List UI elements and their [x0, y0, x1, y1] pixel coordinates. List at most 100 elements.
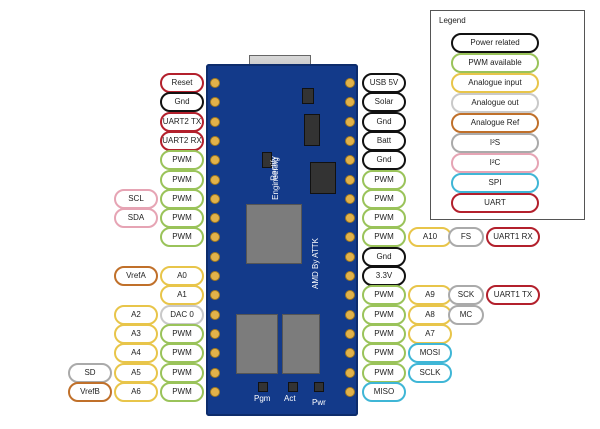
pin-label: Gnd: [362, 246, 406, 267]
pin-label: DAC 0: [160, 304, 204, 325]
legend-item: I²S: [451, 133, 539, 153]
pin-label: PWM: [362, 304, 406, 325]
pin-label: A9: [408, 285, 452, 306]
pin-label: PWM: [160, 150, 204, 171]
pin-label: PWM: [362, 188, 406, 209]
pin-label: PWM: [160, 227, 204, 248]
pin-label: Reset: [160, 73, 204, 93]
pin-label: A5: [114, 362, 158, 383]
pin-label: A0: [160, 266, 204, 286]
pin-pad: [345, 193, 355, 204]
chip-lower-right: [282, 314, 320, 374]
pin-pad: [210, 78, 220, 88]
pin-label: PWM: [362, 169, 406, 190]
silk-engineering: Engineering: [270, 157, 280, 200]
capacitor: [262, 152, 272, 168]
chip-lower-left: [236, 314, 278, 374]
pin-label: PWM: [160, 362, 204, 383]
pin-pad: [345, 309, 355, 320]
pin-label: PWM: [362, 208, 406, 229]
pin-label: Gnd: [362, 150, 406, 171]
led-pgm: [258, 382, 268, 392]
pin-label: USB 5V: [362, 73, 406, 93]
pin-pad: [210, 135, 220, 146]
pin-label: A2: [114, 304, 158, 325]
pin-label: PWM: [160, 381, 204, 402]
pin-label: UART1 RX: [486, 227, 540, 248]
pin-label: MOSI: [408, 343, 452, 364]
pin-pad: [210, 155, 220, 166]
pin-pad: [210, 386, 220, 397]
pin-label: PWM: [362, 343, 406, 364]
pin-label: PWM: [362, 323, 406, 344]
pin-label: PWM: [160, 169, 204, 190]
legend-item: Analogue Ref: [451, 113, 539, 133]
pin-label: A6: [114, 381, 158, 402]
pin-pad: [210, 271, 220, 281]
pin-pad: [345, 116, 355, 127]
legend-item: Power related: [451, 33, 539, 53]
pin-label: PWM: [362, 285, 406, 306]
pin-label: VrefB: [68, 381, 112, 402]
led-pwr: [314, 382, 324, 392]
pin-label: A1: [160, 285, 204, 306]
pin-label: 3.3V: [362, 266, 406, 286]
silk-act: Act: [284, 394, 296, 403]
pin-label: PWM: [160, 208, 204, 229]
pin-label: PWM: [160, 188, 204, 209]
pin-label: A3: [114, 323, 158, 344]
pin-pad: [345, 97, 355, 108]
pin-pad: [210, 174, 220, 185]
pin-label: A8: [408, 304, 452, 325]
pin-pad: [345, 328, 355, 339]
pin-label: PWM: [362, 362, 406, 383]
pin-pad: [210, 367, 220, 378]
pin-label: Gnd: [160, 92, 204, 113]
pin-pad: [345, 213, 355, 224]
pin-label: UART1 TX: [486, 285, 540, 306]
pin-pad: [345, 155, 355, 166]
legend-item: SPI: [451, 173, 539, 193]
pin-pad: [210, 251, 220, 262]
pin-label: Gnd: [362, 111, 406, 132]
pin-label: SDA: [114, 208, 158, 229]
legend-item: I²C: [451, 153, 539, 173]
led-act: [288, 382, 298, 392]
pin-label: MC: [448, 304, 484, 325]
legend-item: Analogue out: [451, 93, 539, 113]
pin-label: SCK: [448, 285, 484, 306]
silk-pgm: Pgm: [254, 394, 271, 403]
pcb-board: Rectify Engineering AMD By ATTK Pgm Act …: [206, 64, 358, 416]
pin-label: UART2 RX: [160, 130, 204, 151]
pin-label: Solar: [362, 92, 406, 113]
pin-label: A4: [114, 343, 158, 364]
pin-label: VrefA: [114, 266, 158, 286]
legend-item: Analogue input: [451, 73, 539, 93]
pin-pad: [210, 232, 220, 243]
pin-label: FS: [448, 227, 484, 248]
pin-label: SCL: [114, 188, 158, 209]
main-chip: [246, 204, 302, 264]
pin-pad: [345, 386, 355, 397]
legend-item: UART: [451, 193, 539, 213]
silk-attk: AMD By ATTK: [310, 238, 320, 289]
pin-label: A10: [408, 227, 452, 248]
pin-label: PWM: [362, 227, 406, 248]
pin-pad: [345, 174, 355, 185]
legend-item: PWM available: [451, 53, 539, 73]
small-chip: [310, 162, 336, 194]
pin-pad: [345, 271, 355, 281]
pin-pad: [210, 213, 220, 224]
pin-pad: [210, 290, 220, 301]
pin-label: PWM: [160, 323, 204, 344]
pin-pad: [345, 348, 355, 359]
pin-pad: [210, 309, 220, 320]
legend-title: Legend: [439, 16, 466, 25]
regulator-chip: [304, 114, 320, 146]
pin-label: PWM: [160, 343, 204, 364]
pin-label: A7: [408, 323, 452, 344]
silk-pwr: Pwr: [312, 398, 326, 407]
pin-pad: [210, 193, 220, 204]
